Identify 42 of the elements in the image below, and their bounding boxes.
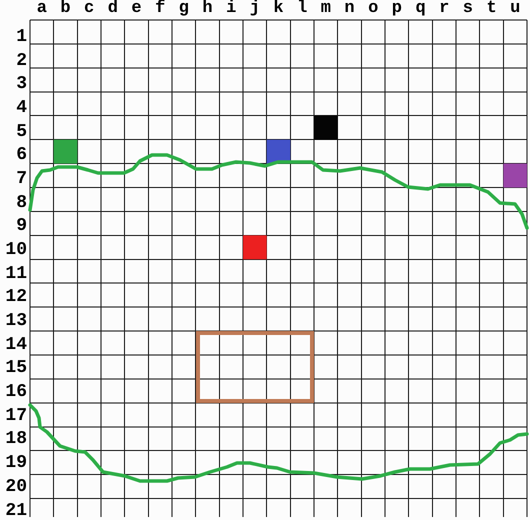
row-label: 6 — [15, 146, 27, 164]
row-label: 15 — [4, 359, 27, 378]
column-label: c — [83, 0, 96, 17]
row-label: 12 — [4, 288, 27, 306]
column-label: g — [178, 0, 190, 17]
column-label: n — [343, 0, 356, 17]
row-label: 13 — [4, 312, 27, 330]
row-label: 2 — [15, 52, 27, 70]
column-label: k — [272, 0, 285, 17]
row-label: 20 — [4, 478, 27, 496]
column-label: u — [509, 0, 522, 17]
row-label: 14 — [4, 336, 27, 354]
column-label: i — [225, 0, 238, 17]
row-label: 21 — [4, 502, 27, 520]
row-label: 7 — [15, 170, 27, 188]
column-label: q — [414, 0, 427, 17]
row-label: 1 — [15, 28, 27, 46]
column-label: m — [320, 0, 332, 17]
row-label: 8 — [15, 194, 27, 212]
row-label: 9 — [15, 217, 27, 236]
row-label: 11 — [4, 264, 27, 283]
column-label: o — [367, 0, 380, 17]
column-label: a — [36, 0, 48, 17]
column-label: b — [59, 0, 72, 17]
row-label: 18 — [4, 430, 27, 448]
column-label: l — [296, 0, 308, 17]
column-label: t — [485, 0, 498, 17]
column-label: s — [462, 0, 474, 17]
row-label: 4 — [15, 98, 27, 117]
rectangle-outline — [196, 331, 314, 403]
row-label: 17 — [4, 406, 27, 425]
row-label: 10 — [4, 241, 27, 260]
column-label: p — [390, 0, 403, 17]
column-label: e — [130, 0, 143, 17]
column-label: d — [106, 0, 119, 17]
row-label: 5 — [15, 122, 27, 141]
row-label: 19 — [4, 454, 27, 472]
row-label: 3 — [15, 75, 27, 94]
column-label: r — [438, 0, 450, 17]
row-label: 16 — [4, 383, 27, 402]
column-label: j — [248, 0, 261, 17]
column-label: h — [201, 0, 214, 17]
